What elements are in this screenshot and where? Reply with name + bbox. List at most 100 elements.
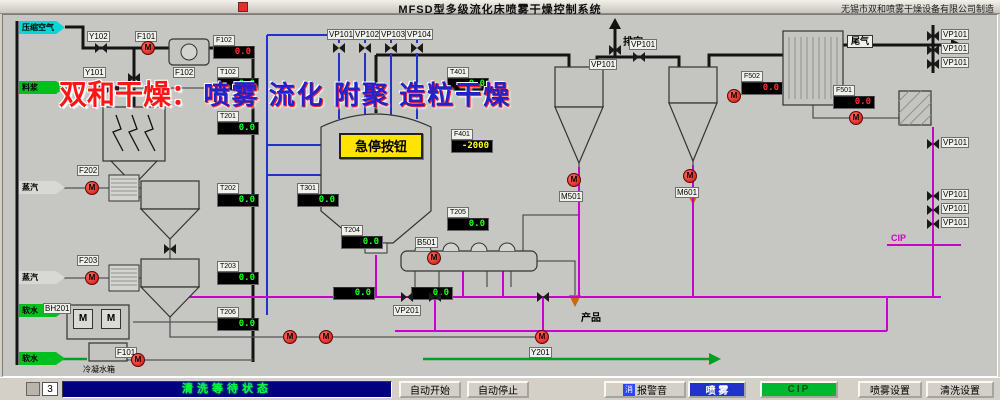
diagram-label: BH201 — [43, 303, 72, 314]
valve-icon[interactable] — [164, 244, 176, 254]
pump[interactable]: M — [283, 330, 297, 344]
pump-f101[interactable]: M — [141, 41, 155, 55]
instrument-value-display: 0.0 — [217, 194, 259, 207]
manufacturer-label: 无锡市双和喷雾干燥设备有限公司制造 — [840, 4, 994, 14]
pump-m601[interactable]: M — [683, 169, 697, 183]
feed-arrow: 压缩空气 — [19, 21, 65, 34]
valve-icon[interactable] — [927, 219, 939, 229]
valve-icon[interactable] — [927, 59, 939, 69]
valve-icon[interactable] — [633, 52, 645, 62]
valve-icon[interactable] — [385, 43, 397, 53]
instrument-value-display: 0.0 — [447, 218, 489, 231]
exhaust-filter — [898, 90, 932, 126]
spray-settings-button[interactable]: 喷雾设置 — [858, 381, 922, 398]
steam-heater-2 — [108, 264, 140, 292]
pump-f502[interactable]: M — [727, 89, 741, 103]
auto-start-button[interactable]: 自动开始 — [399, 381, 461, 398]
auto-stop-button[interactable]: 自动停止 — [467, 381, 529, 398]
valve-icon[interactable] — [95, 43, 107, 53]
diagram-label: VP101 — [941, 137, 970, 148]
pump-y201[interactable]: M — [535, 330, 549, 344]
bag-filter — [102, 106, 166, 186]
valve-icon[interactable] — [927, 191, 939, 201]
diagram-label: F203 — [77, 255, 100, 266]
pump-f203[interactable]: M — [85, 271, 99, 285]
instrument-tag: T201 — [217, 111, 239, 122]
diagram-label: VP101 — [941, 203, 970, 214]
diagram-label: VP101 — [941, 189, 970, 200]
page-selector-icon[interactable] — [26, 382, 40, 396]
valve-icon[interactable] — [429, 292, 441, 302]
valve-icon[interactable] — [927, 45, 939, 55]
instrument-tag: F501 — [833, 85, 855, 96]
vent-arrowhead — [609, 18, 621, 29]
instrument-f401: F401-2000 — [451, 129, 493, 153]
control-bar: 3 清洗等待状态 自动开始 自动停止 消 报警音 喷 雾 CIP 喷雾设置 清洗… — [0, 377, 1000, 400]
valve-icon[interactable] — [333, 43, 345, 53]
valve-icon[interactable] — [359, 43, 371, 53]
instrument-tag: F401 — [451, 129, 473, 140]
clean-settings-button[interactable]: 清洗设置 — [926, 381, 994, 398]
pump-f202[interactable]: M — [85, 181, 99, 195]
pump-b501[interactable]: M — [427, 251, 441, 265]
green-line-arrowhead — [709, 353, 721, 365]
emergency-stop-button[interactable]: 急停按钮 — [339, 133, 423, 159]
valve-icon[interactable] — [411, 43, 423, 53]
status-bar: 清洗等待状态 — [62, 381, 392, 398]
instrument-tag: T204 — [341, 225, 363, 236]
feed-arrow: 软水 — [19, 352, 65, 365]
valve-icon[interactable] — [927, 205, 939, 215]
valve-icon[interactable] — [401, 292, 413, 302]
cyclone-secondary — [668, 66, 718, 163]
valve-icon[interactable] — [107, 83, 119, 93]
instrument-value-display: 0.0 — [833, 96, 875, 109]
pump-y101[interactable]: M — [91, 81, 105, 95]
steam-heater-1 — [108, 174, 140, 202]
diagram-label: F102 — [173, 67, 196, 78]
instrument-value-display: 0.0 — [217, 318, 259, 331]
cyclone-left-2 — [139, 258, 201, 318]
instrument-tag: T301 — [297, 183, 319, 194]
pump[interactable]: M — [131, 353, 145, 367]
pump[interactable]: M — [319, 330, 333, 344]
valve-icon[interactable] — [537, 292, 549, 302]
valve-icon[interactable] — [128, 73, 140, 83]
diagram-label: 尾气 — [847, 35, 874, 48]
instrument-tag: F502 — [741, 71, 763, 82]
instrument-tag: F102 — [213, 35, 235, 46]
diagram-label: VP101 — [629, 39, 658, 50]
diagram-label: M601 — [675, 187, 700, 198]
pump-m501[interactable]: M — [567, 173, 581, 187]
feed-arrow: 料浆 — [19, 81, 65, 94]
pump-f501[interactable]: M — [849, 111, 863, 125]
diagram-label: B501 — [415, 237, 438, 248]
window-title: MFSD型多级流化床喷雾干燥控制系统 — [398, 4, 602, 16]
diagram-label: VP201 — [393, 305, 422, 316]
diagram-label: 产品 — [581, 313, 601, 324]
valve-icon[interactable] — [609, 45, 621, 55]
diagram-label: F101 — [115, 347, 138, 358]
feed-arrow: 蒸汽 — [19, 181, 65, 194]
instrument-value-display: 0.0 — [217, 78, 259, 91]
alarm-indicator-icon — [238, 2, 248, 12]
instrument-tag: T206 — [217, 307, 239, 318]
mute-alarm-button[interactable]: 消 报警音 — [604, 381, 686, 398]
diagram-label: F202 — [77, 165, 100, 176]
instrument-tag: T102 — [217, 67, 239, 78]
cip-mode-button[interactable]: CIP — [760, 381, 838, 398]
valve-icon[interactable] — [927, 31, 939, 41]
spray-mode-button[interactable]: 喷 雾 — [688, 381, 746, 398]
valve-icon[interactable] — [927, 139, 939, 149]
motor: M — [101, 309, 121, 329]
